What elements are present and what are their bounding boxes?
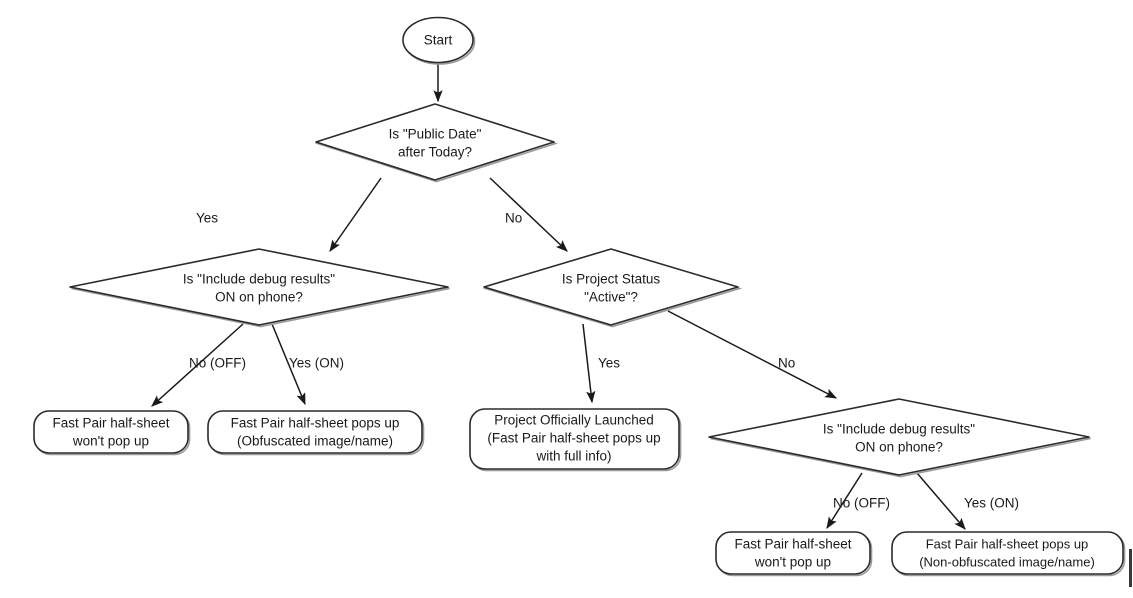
- node-label-launched-line2: (Fast Pair half-sheet pops up: [487, 431, 660, 446]
- node-outline: [402, 16, 474, 64]
- edge-label-debug-right-on: Yes (ON): [964, 496, 1019, 511]
- edge-project-status-no: No: [667, 310, 838, 399]
- node-outline: [891, 531, 1124, 575]
- page-edge-mark: [1129, 549, 1132, 587]
- edge-label-debug-left-on: Yes (ON): [289, 356, 344, 371]
- edge-line: [916, 472, 966, 530]
- edge-debug-right-off: No (OFF): [826, 472, 890, 530]
- edge-public-date-no: No: [489, 177, 568, 252]
- node-label-launched-line1: Project Officially Launched: [494, 413, 654, 428]
- node-label-left-on-line1: Fast Pair half-sheet pops up: [231, 416, 400, 431]
- edge-line: [582, 323, 596, 404]
- node-label-project-status-line2: "Active"?: [584, 290, 638, 305]
- edge-label-debug-right-off: No (OFF): [833, 496, 890, 511]
- node-project-status[interactable]: Is Project Status "Active"?: [482, 248, 743, 328]
- node-outline: [469, 408, 680, 470]
- node-outline: [315, 103, 555, 181]
- node-outline: [715, 531, 871, 575]
- node-label-left-on-line2: (Obfuscated image/name): [237, 434, 393, 449]
- node-outline: [207, 410, 423, 454]
- node-label-left-off-line2: won't pop up: [72, 434, 149, 449]
- node-left-off-result[interactable]: Fast Pair half-sheet won't pop up: [33, 410, 191, 456]
- node-label-right-off-line2: won't pop up: [754, 555, 831, 570]
- node-debug-right[interactable]: Is "Include debug results" ON on phone?: [708, 398, 1091, 478]
- node-outline: [483, 248, 739, 326]
- edge-line: [329, 177, 382, 252]
- node-start[interactable]: Start: [402, 16, 476, 65]
- node-label-debug-left-line1: Is "Include debug results": [183, 272, 335, 287]
- node-launched[interactable]: Project Officially Launched (Fast Pair h…: [469, 408, 682, 472]
- edge-project-status-yes: Yes: [582, 323, 620, 404]
- edge-label-project-status-no: No: [778, 356, 795, 371]
- node-label-debug-right-line2: ON on phone?: [855, 440, 943, 455]
- node-label-right-on-line2: (Non-obfuscated image/name): [919, 554, 1095, 569]
- edge-label-debug-left-off: No (OFF): [189, 356, 246, 371]
- edge-line: [489, 177, 568, 252]
- node-debug-left[interactable]: Is "Include debug results" ON on phone?: [69, 248, 450, 328]
- edge-line: [667, 310, 838, 399]
- node-label-debug-left-line2: ON on phone?: [215, 290, 303, 305]
- edge-line: [271, 323, 306, 406]
- node-label-start: Start: [424, 33, 453, 48]
- edge-debug-left-on: Yes (ON): [271, 323, 344, 406]
- node-label-launched-line3: with full info): [535, 449, 611, 464]
- node-outline: [69, 248, 449, 326]
- node-label-public-date-line2: after Today?: [398, 145, 472, 160]
- node-right-on-result[interactable]: Fast Pair half-sheet pops up (Non-obfusc…: [891, 531, 1126, 577]
- node-label-debug-right-line1: Is "Include debug results": [823, 422, 975, 437]
- node-left-on-result[interactable]: Fast Pair half-sheet pops up (Obfuscated…: [207, 410, 425, 456]
- edge-line: [826, 472, 863, 530]
- node-right-off-result[interactable]: Fast Pair half-sheet won't pop up: [715, 531, 873, 577]
- edge-label-public-date-yes: Yes: [196, 211, 218, 226]
- edge-label-project-status-yes: Yes: [598, 356, 620, 371]
- node-label-right-off-line1: Fast Pair half-sheet: [734, 537, 851, 552]
- edge-debug-right-on: Yes (ON): [916, 472, 1019, 530]
- node-label-left-off-line1: Fast Pair half-sheet: [52, 416, 169, 431]
- node-public-date[interactable]: Is "Public Date" after Today?: [314, 103, 559, 183]
- edge-label-public-date-no: No: [505, 211, 522, 226]
- edge-debug-left-off: No (OFF): [151, 323, 246, 407]
- node-label-project-status-line1: Is Project Status: [562, 272, 661, 287]
- node-outline: [33, 410, 189, 454]
- node-outline: [708, 398, 1090, 476]
- node-label-right-on-line1: Fast Pair half-sheet pops up: [926, 536, 1089, 551]
- edge-line: [151, 323, 244, 407]
- node-label-public-date-line1: Is "Public Date": [389, 127, 482, 142]
- edge-public-date-yes: Yes: [196, 177, 382, 252]
